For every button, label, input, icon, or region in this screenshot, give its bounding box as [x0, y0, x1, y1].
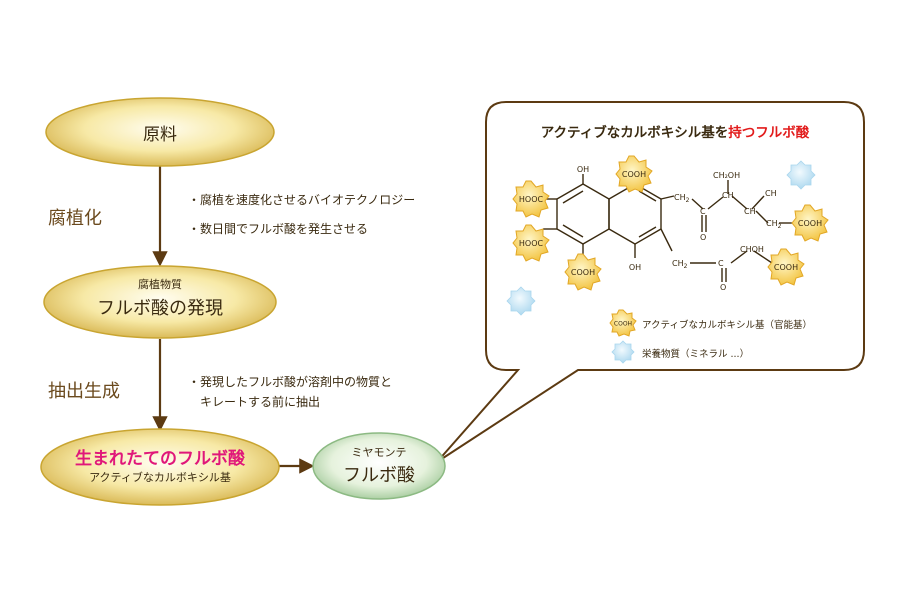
nutrient-flower-left	[506, 286, 536, 316]
callout-title: アクティブなカルボキシル基を持つフルボ酸	[486, 121, 864, 141]
callout-title-highlight: 持つフルボ酸	[728, 125, 810, 141]
note-humification-line: ・数日間でフルボ酸を発生させる	[188, 222, 369, 236]
svg-text:COOH: COOH	[798, 219, 822, 228]
node-miyamonte-label: フルボ酸	[343, 465, 415, 486]
nutrient-particles	[506, 160, 816, 364]
cooh-badge-top: COOH	[615, 155, 653, 193]
svg-text:C: C	[700, 207, 706, 216]
svg-text:CH: CH	[722, 191, 734, 200]
svg-text:OH: OH	[577, 165, 589, 174]
node-miyamonte-sub: ミヤモンテ	[351, 446, 407, 459]
cooh-badge-legend: COOH	[609, 309, 637, 337]
node-miyamonte-shape	[312, 432, 446, 500]
step-extraction: 抽出生成	[48, 381, 120, 402]
svg-text:O: O	[720, 283, 726, 292]
note-humification-line: ・腐植を速度化させるバイオテクノロジー	[188, 193, 416, 207]
carboxyl-badges: COOH HOOC HOOC COOH COOH COOH COOH	[512, 155, 829, 337]
svg-text:CHOH: CHOH	[740, 245, 764, 254]
ch2-upper: CH2	[674, 193, 690, 204]
node-fresh-shape	[40, 428, 280, 506]
svg-text:O: O	[700, 233, 706, 242]
svg-text:HOOC: HOOC	[519, 239, 544, 248]
note-humification: ・腐植を速度化させるバイオテクノロジー ・数日間でフルボ酸を発生させる	[188, 190, 415, 239]
callout-title-main: アクティブなカルボキシル基を	[540, 125, 729, 141]
node-raw-label: 原料	[143, 125, 177, 145]
molecule-labels: OH OH CH2 CH₂OH CH C O CH CH CH2 CH2 C O…	[577, 165, 782, 292]
svg-text:COOH: COOH	[571, 268, 595, 277]
note-extraction-line: ・発現したフルボ酸が溶剤中の物質と	[188, 375, 393, 389]
node-humic-label: フルボ酸の発現	[97, 298, 223, 319]
svg-text:COOH: COOH	[622, 170, 646, 179]
cooh-badge-bottom: COOH	[564, 253, 602, 291]
svg-text:COOH: COOH	[614, 321, 632, 328]
node-humic-sub: 腐植物質	[138, 278, 182, 291]
svg-text:COOH: COOH	[774, 263, 798, 272]
callout-box	[436, 101, 865, 463]
svg-text:CH: CH	[765, 189, 777, 198]
cooh-badge-right-upper: COOH	[791, 204, 829, 242]
note-extraction: ・発現したフルボ酸が溶剤中の物質と キレートする前に抽出	[188, 372, 392, 412]
hooc-badge-lower: HOOC	[512, 224, 550, 262]
svg-text:CH: CH	[744, 207, 756, 216]
node-humic-shape	[43, 265, 277, 339]
node-fresh-sub: アクティブなカルボキシル基	[89, 471, 231, 484]
svg-text:C: C	[718, 259, 724, 268]
svg-text:HOOC: HOOC	[519, 195, 544, 204]
step-humification: 腐植化	[48, 208, 102, 229]
svg-text:CH₂OH: CH₂OH	[713, 171, 740, 180]
hooc-badge-upper: HOOC	[512, 180, 550, 218]
svg-text:OH: OH	[629, 263, 641, 272]
nutrient-flower-legend	[611, 340, 635, 364]
node-raw-shape	[45, 97, 275, 167]
cooh-badge-right-lower: COOH	[767, 248, 805, 286]
nutrient-flower-top-right	[786, 160, 816, 190]
node-fresh-label: 生まれたてのフルボ酸	[75, 449, 245, 469]
legend-nutrient: 栄養物質（ミネラル ...）	[642, 349, 750, 360]
legend-carboxyl: アクティブなカルボキシル基（官能基）	[642, 320, 812, 331]
note-extraction-line: キレートする前に抽出	[188, 395, 321, 409]
ch2-lower: CH2	[672, 259, 688, 270]
ch2-right: CH2	[766, 219, 782, 230]
